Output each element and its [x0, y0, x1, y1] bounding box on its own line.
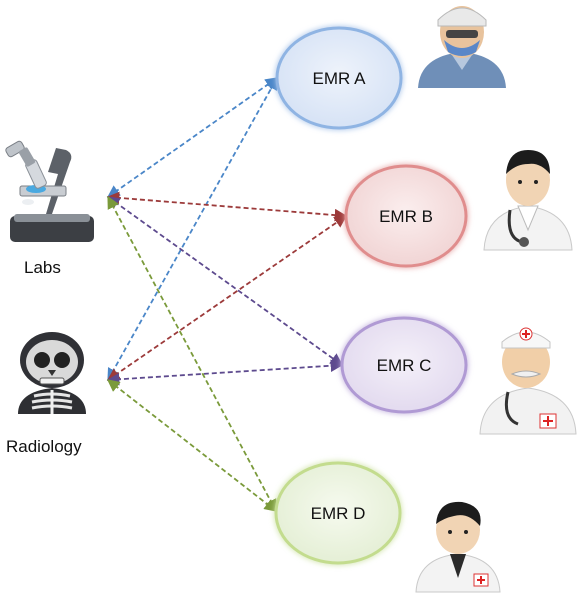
emr-d-label: EMR D	[311, 504, 366, 523]
connection-labs-emr_a	[106, 77, 279, 198]
connection-radiology-emr_b	[106, 215, 348, 381]
connection-radiology-emr_a	[107, 76, 278, 382]
node-emr-d[interactable]: EMR D	[274, 461, 402, 565]
doctor-stethoscope-icon	[483, 150, 573, 251]
emr-b-label: EMR B	[379, 207, 433, 226]
microscope-icon	[5, 140, 94, 242]
emr-c-ellipse	[340, 316, 468, 414]
connection-radiology-emr_d	[107, 379, 277, 512]
connection-radiology-emr_c	[106, 359, 344, 386]
node-emr-a[interactable]: EMR A	[275, 26, 403, 130]
connection-arrows	[106, 76, 348, 513]
node-emr-b[interactable]: EMR B	[344, 164, 468, 268]
emr-a-label: EMR A	[313, 69, 367, 88]
xray-skeleton-icon	[18, 332, 86, 414]
connection-labs-emr_c	[106, 196, 344, 366]
emr-c-label: EMR C	[377, 356, 432, 375]
node-emr-c[interactable]: EMR C	[340, 316, 468, 414]
doctor-icon	[415, 501, 501, 593]
emr-b-ellipse	[344, 164, 468, 268]
emr-d-ellipse	[274, 461, 402, 565]
emr-a-ellipse	[275, 26, 403, 130]
radiology-label: Radiology	[6, 437, 82, 456]
connection-labs-emr_b	[106, 191, 348, 222]
connection-labs-emr_d	[107, 195, 277, 513]
surgeon-icon	[418, 6, 506, 88]
senior-doctor-icon	[479, 327, 577, 435]
labs-label: Labs	[24, 258, 61, 277]
